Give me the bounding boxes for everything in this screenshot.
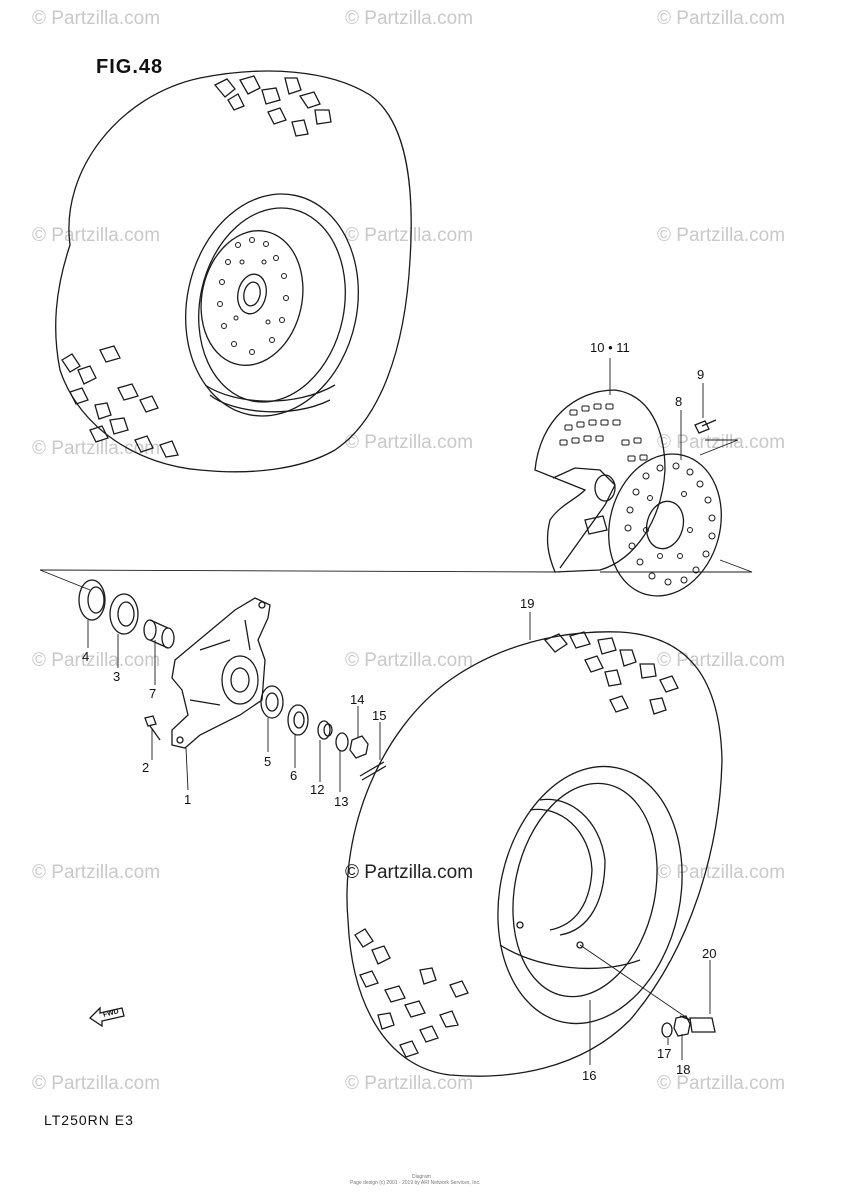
washer-17 (661, 1022, 673, 1038)
watermark: © Partzilla.com (32, 438, 161, 459)
watermark: © Partzilla.com (345, 650, 474, 671)
callout-6: 6 (290, 768, 298, 783)
watermark: © Partzilla.com (32, 862, 161, 883)
callout-17: 17 (657, 1046, 672, 1061)
callout-9: 9 (697, 367, 705, 382)
watermark: © Partzilla.com (345, 432, 474, 453)
disc-bolt (694, 419, 717, 434)
watermark: © Partzilla.com (32, 8, 161, 29)
watermark: © Partzilla.com (32, 225, 161, 246)
watermark: © Partzilla.com (32, 650, 161, 671)
oil-seal-6 (287, 704, 309, 736)
callout-5: 5 (264, 754, 272, 769)
figure-title: FIG.48 (96, 56, 164, 78)
footer-line1: Diagram (412, 1174, 431, 1180)
callout-18: 18 (676, 1062, 691, 1077)
watermark: © Partzilla.com (345, 225, 474, 246)
brake-disc (608, 453, 722, 597)
callout-8: 8 (675, 394, 683, 409)
bolt-2 (144, 715, 161, 741)
watermark: © Partzilla.com (345, 8, 474, 29)
fwd-arrow-icon (88, 1006, 125, 1028)
callout-12: 12 (310, 782, 325, 797)
spacer-7 (143, 619, 175, 649)
lower-tire (346, 631, 723, 1077)
callout-13: 13 (334, 794, 349, 809)
watermark: © Partzilla.com (657, 650, 786, 671)
watermark-center: © Partzilla.com (345, 862, 474, 883)
bearing-3 (109, 593, 139, 635)
callout-10-11: 10 • 11 (590, 340, 630, 355)
upper-tire (55, 70, 412, 473)
callout-19: 19 (520, 596, 535, 611)
watermark: © Partzilla.com (32, 1073, 161, 1094)
callout-3: 3 (113, 669, 121, 684)
callout-2: 2 (142, 760, 150, 775)
brake-cover (534, 389, 666, 573)
callout-16: 16 (582, 1068, 597, 1083)
watermark: © Partzilla.com (657, 225, 786, 246)
spacer-12 (317, 720, 333, 740)
callout-14: 14 (350, 692, 365, 707)
washer-13 (335, 732, 349, 752)
callout-15: 15 (372, 708, 387, 723)
hub-1 (171, 597, 271, 749)
nut-18 (673, 1015, 691, 1037)
valve-stem (679, 1015, 716, 1033)
oil-seal-4 (78, 579, 106, 621)
watermark: © Partzilla.com (657, 8, 786, 29)
watermark: © Partzilla.com (657, 1073, 786, 1094)
watermark: © Partzilla.com (657, 862, 786, 883)
model-label: LT250RN E3 (44, 1112, 134, 1128)
footer-line2: Page design (c) 2001 - 2019 by ARI Netwo… (350, 1180, 481, 1186)
callout-1: 1 (184, 792, 192, 807)
nut-14 (349, 735, 369, 759)
callout-7: 7 (149, 686, 157, 701)
callout-20: 20 (702, 946, 717, 961)
callout-4: 4 (82, 649, 90, 664)
watermark: © Partzilla.com (345, 1073, 474, 1094)
watermark: © Partzilla.com (657, 432, 786, 453)
bearing-5 (260, 685, 284, 719)
